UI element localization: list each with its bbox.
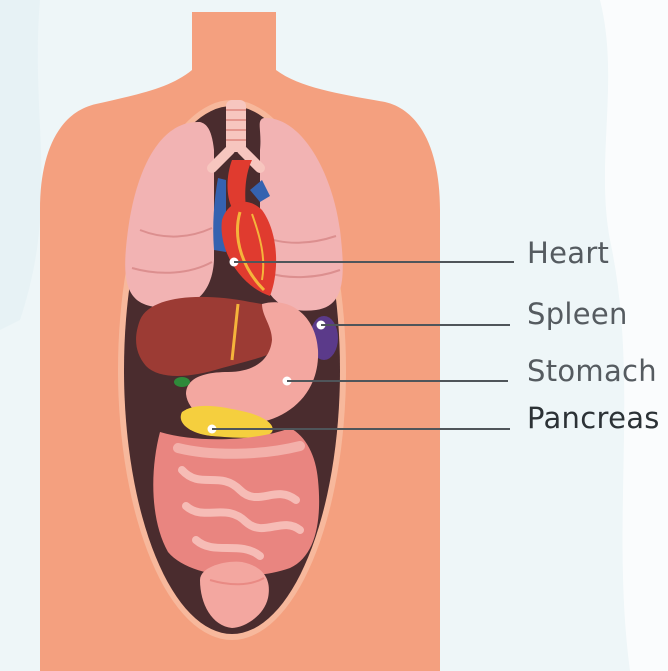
pancreas-label: Pancreas	[527, 404, 660, 433]
heart-label: Heart	[527, 239, 609, 268]
intestines	[153, 428, 319, 576]
stomach-label: Stomach	[527, 357, 657, 386]
gallbladder-organ	[174, 377, 190, 387]
spleen-label: Spleen	[527, 300, 628, 329]
